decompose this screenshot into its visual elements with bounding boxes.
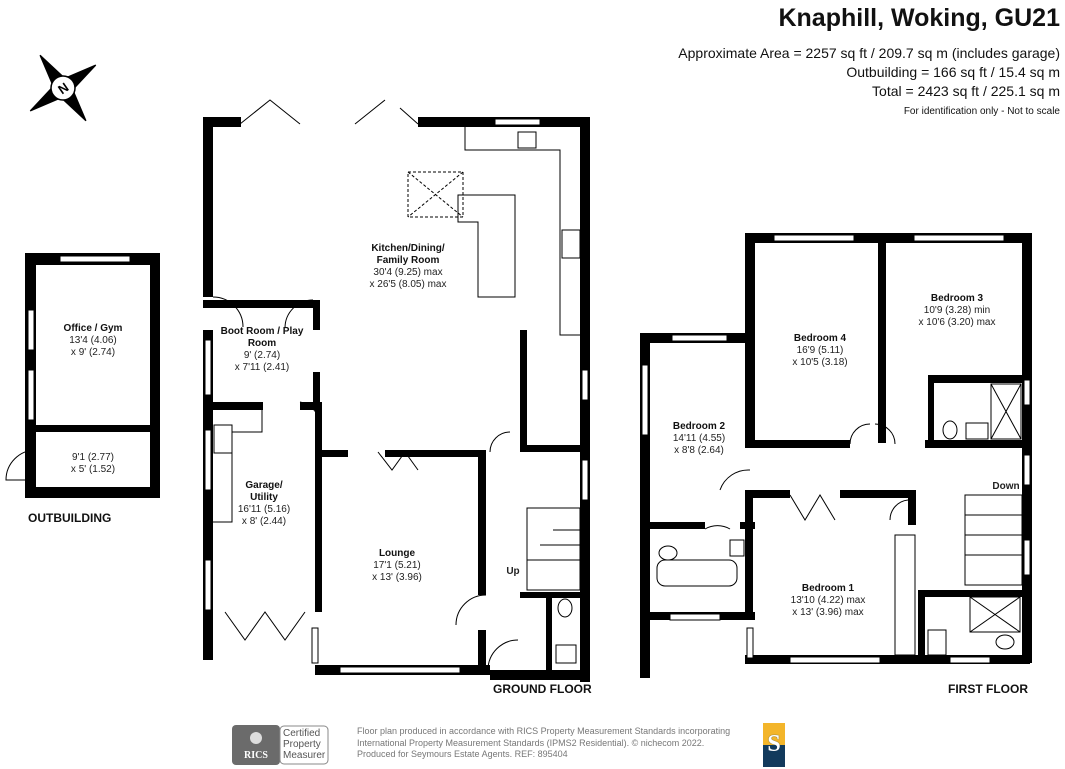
stairs-up-label: Up [506,566,520,577]
total-area: Total = 2423 sq ft / 225.1 sq m [872,83,1060,99]
walls [25,117,1032,682]
approx-area: Approximate Area = 2257 sq ft / 209.7 sq… [678,45,1060,61]
disclaimer: For identification only - Not to scale [903,106,1060,117]
compass-icon: N [29,54,97,122]
agent-logo: S [763,723,785,767]
outbuilding-label: OUTBUILDING [28,511,112,525]
stairs-down-label: Down [992,481,1020,492]
svg-text:RICS: RICS [244,750,268,761]
ground-floor-label: GROUND FLOOR [493,682,592,696]
first-floor-label: FIRST FLOOR [948,682,1028,696]
outbuilding-area: Outbuilding = 166 sq ft / 15.4 sq m [846,64,1060,80]
room-outbuilding-store: 9'1 (2.77)x 5' (1.52) [70,452,116,475]
windows [27,118,1031,674]
footer-text: Floor plan produced in accordance with R… [357,726,731,759]
property-title: Knaphill, Woking, GU21 [778,4,1060,32]
fixtures [5,99,1023,671]
rics-logo: RICS [232,725,329,765]
